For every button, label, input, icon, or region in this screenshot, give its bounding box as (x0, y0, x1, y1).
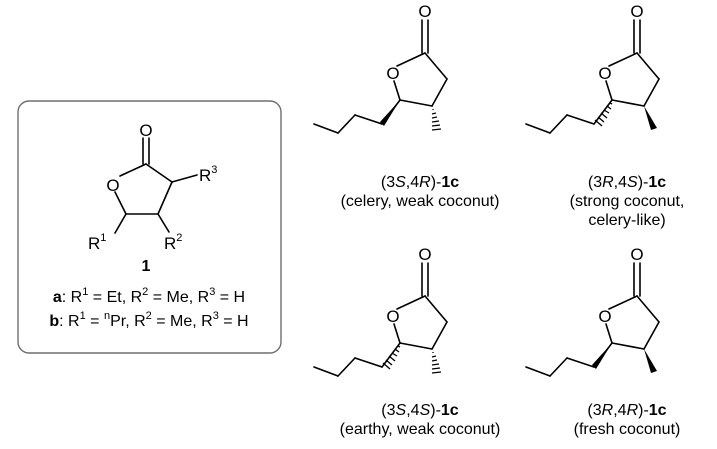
ring-oxygen: O (386, 307, 399, 326)
ring-oxygen: O (106, 176, 119, 195)
r1-label: R1 (88, 232, 106, 253)
hashed-bond (382, 345, 401, 370)
r3-label: R3 (199, 164, 217, 185)
carbonyl-oxygen: O (139, 121, 152, 140)
ring-oxygen: O (386, 64, 399, 83)
hashed-bond (431, 109, 442, 131)
isomer-3r4s-odor-line2: celery-like) (588, 212, 665, 229)
isomer-3s4s-name: (3S,4S)-1c (381, 402, 458, 419)
general-lactone-structure (114, 137, 198, 234)
ring-oxygen: O (598, 64, 611, 83)
wedge-bond (644, 106, 657, 130)
hashed-bond (431, 352, 442, 374)
isomer-3s4r-odor: (celery, weak coconut) (341, 193, 500, 210)
carbonyl-oxygen: O (418, 2, 431, 21)
hashed-bond (594, 102, 613, 127)
ring-oxygen: O (598, 307, 611, 326)
isomer-3r4r-odor: (fresh coconut) (574, 421, 681, 438)
isomer-3s4r-structure: O O (313, 2, 448, 134)
isomer-3s4s-odor: (earthy, weak coconut) (340, 421, 501, 438)
general-structure-box (17, 100, 282, 354)
compound-number: 1 (142, 258, 151, 275)
carbonyl-oxygen: O (630, 245, 643, 264)
wedge-bond (644, 349, 657, 373)
isomer-3r4r-name: (3R,4R)-1c (587, 402, 666, 419)
isomer-3r4r-structure: O O (525, 245, 660, 377)
carbonyl-oxygen: O (630, 2, 643, 21)
carbonyl-oxygen: O (418, 245, 431, 264)
isomer-3s4s-structure: O O (313, 245, 448, 377)
isomer-3r4s-structure: O O (525, 2, 660, 134)
wedge-bond (592, 343, 612, 369)
isomer-3r4s-name: (3R,4S)-1c (588, 174, 666, 191)
substituent-line-b: b: R1 = nPr, R2 = Me, R3 = H (49, 310, 248, 330)
isomer-3r4s-odor-line1: (strong coconut, (570, 193, 685, 210)
r2-label: R2 (164, 232, 182, 253)
wedge-bond (380, 100, 400, 126)
isomer-3s4r-name: (3S,4R)-1c (381, 174, 459, 191)
substituent-line-a: a: R1 = Et, R2 = Me, R3 = H (53, 286, 245, 306)
